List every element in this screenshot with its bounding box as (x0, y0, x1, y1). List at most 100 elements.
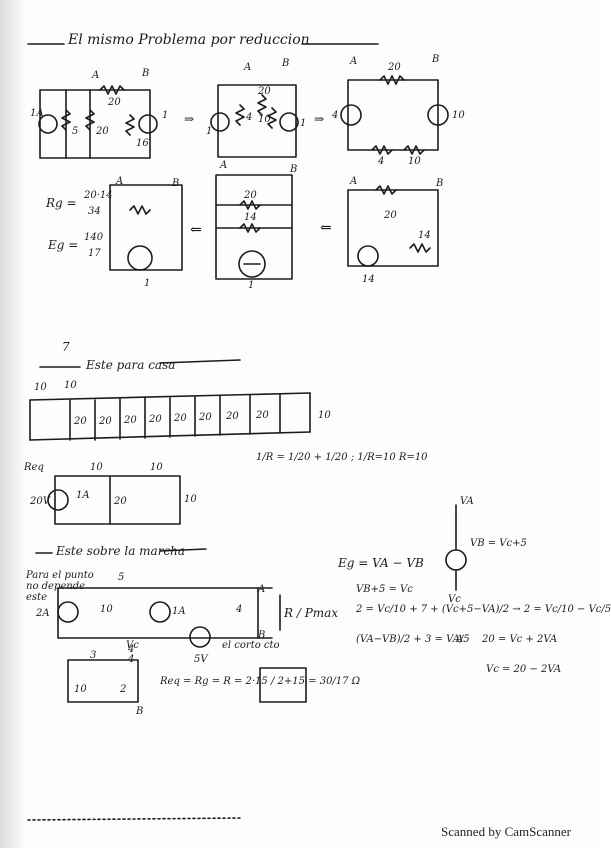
res-node-a: A (116, 176, 124, 187)
s3-r1: 10 (100, 604, 113, 615)
c3-r-b2: 10 (408, 156, 421, 167)
section2-title: Este para casa (86, 358, 176, 372)
arrow-3: ⇐ (190, 222, 202, 238)
res-node-b: B (172, 178, 180, 189)
res-src: 1 (144, 278, 151, 289)
s3-r-top: 5 (118, 572, 125, 583)
s3-node-b: B (258, 630, 266, 641)
rg-num: 20·14 (84, 190, 113, 201)
ladder-note: 1/R = 1/20 + 1/20 ; 1/R=10 R=10 (256, 452, 428, 463)
mini-vc: Vc (448, 594, 461, 605)
section3-note: Para el punto no depende este (26, 570, 94, 603)
c2-src2: 1 (300, 118, 307, 129)
eq-r3: 20 (114, 496, 127, 507)
ladder-rung-1: 20 (74, 416, 87, 427)
c2-node-a: A (244, 62, 252, 73)
s3-rl: R / Pmax (284, 606, 339, 620)
s3-src1: 2A (36, 608, 50, 619)
c1-r3: 16 (136, 138, 149, 149)
c5-r-right: 14 (418, 230, 431, 241)
arrow-4: ⇐ (320, 220, 332, 236)
eq5: Vc = 20 − 2VA (486, 664, 562, 675)
c5-src: 14 (362, 274, 375, 285)
eq3: (VA−VB)/2 + 3 = VA/5 (356, 634, 470, 645)
arrow-1: ⇒ (184, 112, 195, 126)
eq-r2: 10 (150, 462, 163, 473)
arrow-2: ⇒ (314, 112, 325, 126)
mini-circuit (445, 504, 467, 591)
s3-src-mid2: 1A (172, 606, 186, 617)
circuit-5 (347, 185, 439, 267)
eg-num: 140 (84, 232, 104, 243)
answer-box (259, 667, 307, 703)
ladder-rung-7: 20 (226, 411, 239, 422)
eg-den: 17 (88, 248, 101, 259)
ladder-rung-8: 20 (256, 410, 269, 421)
sub-node-b: B (136, 706, 144, 717)
c3-src-left: 4 (332, 110, 339, 121)
c1-src-right: 1 (162, 110, 169, 121)
sub-r4: 2 (120, 684, 127, 695)
ladder-rung-6: 20 (199, 412, 212, 423)
circuit-2 (210, 84, 299, 158)
c1-node-b: B (142, 68, 150, 79)
ladder-network (29, 392, 311, 441)
s3-node-a: A (258, 584, 266, 595)
c3-node-a: A (350, 56, 358, 67)
sub-r2: 4 (128, 654, 135, 665)
s3-note-cc: el corto cto (222, 640, 280, 651)
eg-label: Eg = (48, 238, 79, 252)
c3-r-b1: 4 (378, 156, 385, 167)
eq-r4: 10 (184, 494, 197, 505)
eq4: 20 = Vc + 2VA (482, 634, 558, 645)
section3-title: Este sobre la marcha (56, 544, 186, 558)
c2-r-top: 20 (258, 86, 271, 97)
result-circuit (109, 184, 183, 271)
c1-node-a: A (92, 70, 100, 81)
mini-va: VA (460, 496, 474, 507)
c2-r3: 10 (258, 114, 271, 125)
s3-r-right: 4 (236, 604, 243, 615)
c4-node-a: A (220, 160, 228, 171)
eq-r1: 10 (90, 462, 103, 473)
ladder-rung-4: 20 (149, 414, 162, 425)
eq-cur: 1A (76, 490, 90, 501)
ladder-top-1: 10 (34, 382, 47, 393)
c3-r-top: 20 (388, 62, 401, 73)
c1-r-top: 20 (108, 97, 121, 108)
c1-r1: 5 (72, 126, 79, 137)
s3-vc: Vc (126, 640, 139, 651)
ladder-rung-2: 20 (99, 416, 112, 427)
c5-node-a: A (350, 176, 358, 187)
circuit-3-main (57, 587, 281, 648)
eq2: 2 = Vc/10 + 7 + (Vc+5−VA)/2 → 2 = Vc/10 … (356, 604, 611, 615)
equivalent-circuit (47, 475, 181, 525)
s3-r-mid: 4 (128, 644, 135, 655)
ladder-rung-3: 20 (124, 415, 137, 426)
s3-src-mid: 5V (194, 654, 208, 665)
circuit-4 (215, 174, 293, 280)
circuit-3-sub (67, 659, 139, 703)
c2-node-b: B (282, 58, 290, 69)
sub-r1: 3 (90, 650, 97, 661)
scanner-footer: Scanned by CamScanner (441, 824, 571, 839)
section2-number: 7 (62, 340, 70, 354)
scan-edge-shadow (0, 0, 26, 848)
section1-title: El mismo Problema por reduccion (68, 32, 310, 48)
mini-a: A (456, 634, 464, 645)
eq-src: 20V (30, 496, 50, 507)
c4-r-top: 20 (244, 190, 257, 201)
mini-vb: VB = Vc+5 (470, 538, 527, 549)
c3-node-b: B (432, 54, 440, 65)
c1-src-left: 1A (30, 108, 44, 119)
req-eq: Req = Rg = R = 2·15 / 2+15 = 30/17 Ω (160, 676, 360, 687)
rg-den: 34 (88, 206, 101, 217)
c3-src-right: 10 (452, 110, 465, 121)
sub-r3: 10 (74, 684, 87, 695)
eq1: VB+5 = Vc (356, 584, 413, 595)
c4-node-b: B (290, 164, 298, 175)
c5-node-b: B (436, 178, 444, 189)
c5-r-top: 20 (384, 210, 397, 221)
